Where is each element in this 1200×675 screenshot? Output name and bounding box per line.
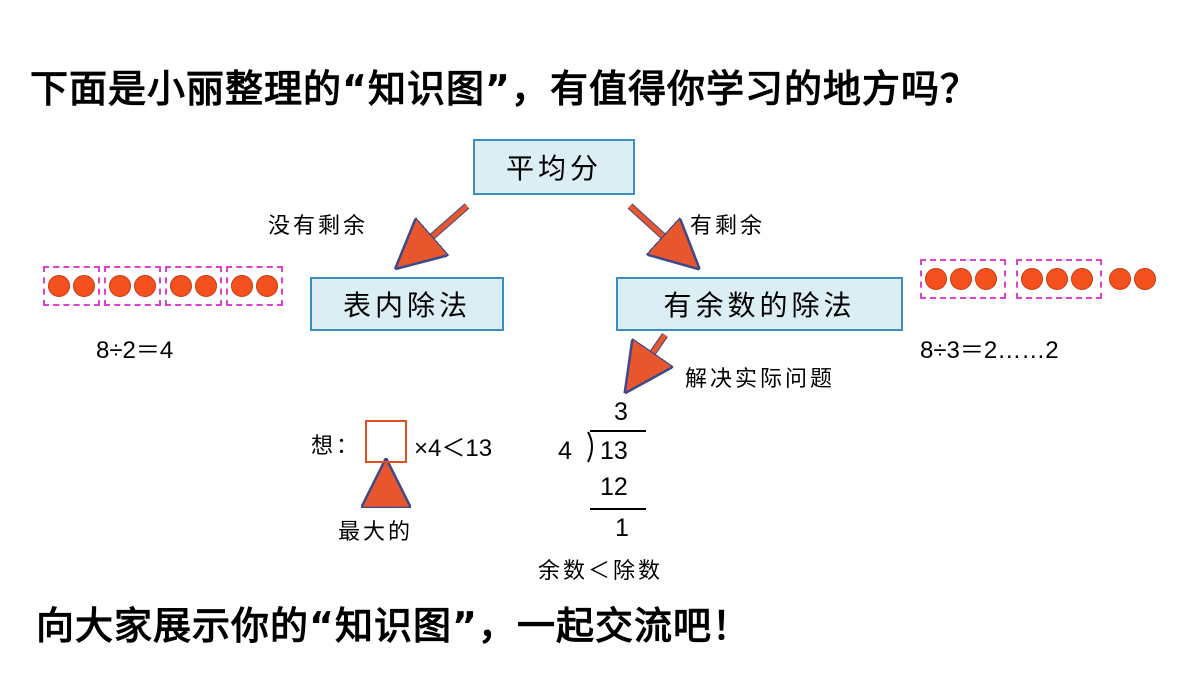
dividend: 13 [600,437,628,465]
dot-group-right-2 [1016,259,1102,299]
quotient: 3 [614,398,628,426]
dot-group-left-2 [104,266,161,306]
answer-box [365,420,407,463]
remainder-rule: 余数＜除数 [538,559,664,584]
division-bracket [587,431,593,463]
product: 12 [600,473,628,501]
divisor: 4 [558,437,572,465]
dot-icon [231,275,253,297]
dot-icon [109,275,131,297]
dot-icon [975,268,997,290]
dot-group-right-1 [920,259,1006,299]
dot-icon [134,275,156,297]
dot-group-left-3 [165,266,222,306]
dot-icon [1109,268,1131,290]
dot-icon [256,275,278,297]
node-table-division: 表内除法 [310,277,504,331]
footer-prompt: 向大家展示你的“知识图”，一起交流吧！ [36,604,751,648]
dot-icon [950,268,972,290]
dot-icon [73,275,95,297]
practical-label: 解决实际问题 [685,367,836,392]
dot-group-left-4 [226,266,283,306]
page-title: 下面是小丽整理的“知识图”，有值得你学习的地方吗？ [30,67,979,111]
dot-icon [170,275,192,297]
dot-icon [1046,268,1068,290]
dot-remainder [1106,259,1164,299]
dot-icon [195,275,217,297]
remainder: 1 [615,514,629,542]
think-expression: ×4＜13 [414,435,493,462]
left-equation: 8÷2＝4 [96,337,174,364]
dot-icon [1021,268,1043,290]
dot-icon [1134,268,1156,290]
branch-left-label: 没有剩余 [268,214,369,239]
largest-label: 最大的 [338,520,414,545]
dot-icon [925,268,947,290]
think-label: 想： [311,434,362,459]
root-node-label: 平均分 [505,152,602,185]
root-node: 平均分 [473,139,635,195]
node-left-label: 表内除法 [342,289,471,322]
dot-icon [1071,268,1093,290]
node-right-label: 有余数的除法 [663,289,856,322]
node-division-with-remainder: 有余数的除法 [616,277,903,331]
branch-right-label: 有剩余 [690,214,766,239]
right-equation: 8÷3＝2……2 [920,337,1059,364]
dot-icon [48,275,70,297]
dot-group-left-1 [43,266,100,306]
